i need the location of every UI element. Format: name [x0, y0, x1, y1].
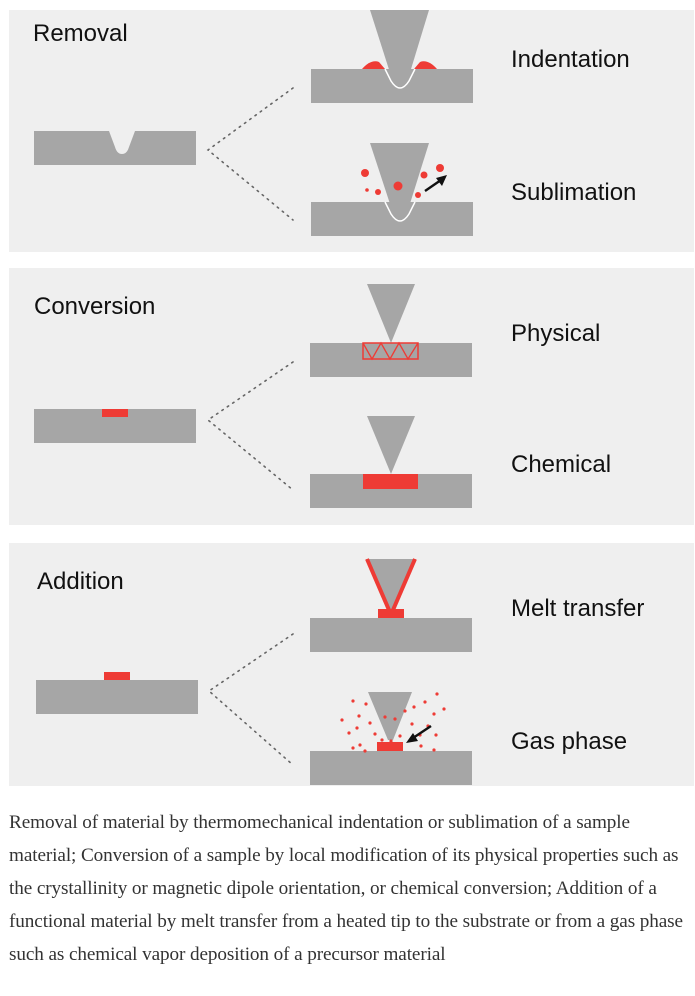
substrate-gas	[310, 751, 472, 785]
arrow-shaft	[412, 725, 432, 739]
crystal-lattice	[362, 341, 419, 361]
particle	[415, 192, 421, 198]
particle	[393, 181, 403, 191]
figure-caption: Removal of material by thermomechanical …	[9, 812, 683, 965]
branch-lines	[206, 361, 294, 491]
chemical-region	[363, 474, 418, 489]
particle	[436, 164, 444, 172]
tip-sublimation	[370, 143, 429, 217]
branch-lines	[206, 87, 294, 221]
tip-melt	[366, 559, 416, 612]
addition-diagram	[36, 558, 472, 785]
modified-region	[102, 409, 128, 417]
substrate	[36, 680, 198, 714]
particle	[420, 171, 428, 179]
mode-label-chemical: Chemical	[511, 451, 612, 478]
melt-deposit	[378, 609, 404, 618]
tip-physical	[367, 284, 415, 343]
arrow-head	[406, 733, 418, 743]
indent-pileup-left	[362, 61, 385, 69]
panel-title: Removal	[33, 20, 128, 47]
mode-label-sublimation: Sublimation	[511, 179, 637, 206]
arrow-shaft	[424, 179, 442, 192]
particle	[365, 188, 369, 192]
particle	[361, 169, 369, 177]
mode-label-gas-phase: Gas phase	[511, 728, 628, 755]
panel-removal: Removal Indentation Sublimation	[9, 10, 694, 252]
arrow-head	[436, 175, 447, 186]
substrate-physical	[310, 343, 472, 377]
melt-coating-left	[365, 558, 391, 611]
panel-title: Conversion	[34, 293, 156, 320]
panel-title: Addition	[37, 568, 124, 595]
substrate-melt	[310, 618, 472, 652]
sublim-outline	[384, 201, 416, 222]
substrate-with-groove	[34, 131, 196, 165]
conversion-diagram	[34, 284, 472, 508]
mode-label-melt-transfer: Melt transfer	[511, 595, 645, 622]
melt-coating-right	[391, 558, 417, 611]
gas-molecules	[340, 692, 446, 753]
deposited-material	[104, 672, 130, 680]
panel-addition: Addition Melt transfer Gas phase	[9, 543, 694, 786]
tip-indentation	[370, 10, 429, 86]
tip-chemical	[367, 416, 415, 474]
indent-outline	[384, 68, 416, 89]
mode-label-indentation: Indentation	[511, 46, 630, 73]
mode-label-physical: Physical	[511, 320, 601, 347]
tip-gas	[368, 692, 412, 740]
branch-lines	[207, 633, 294, 766]
particle	[375, 189, 381, 195]
indent-pileup-right	[414, 61, 437, 69]
panel-conversion: Conversion Physical Chemical	[9, 268, 694, 525]
removal-diagram	[34, 10, 473, 236]
gas-deposit	[377, 742, 403, 751]
